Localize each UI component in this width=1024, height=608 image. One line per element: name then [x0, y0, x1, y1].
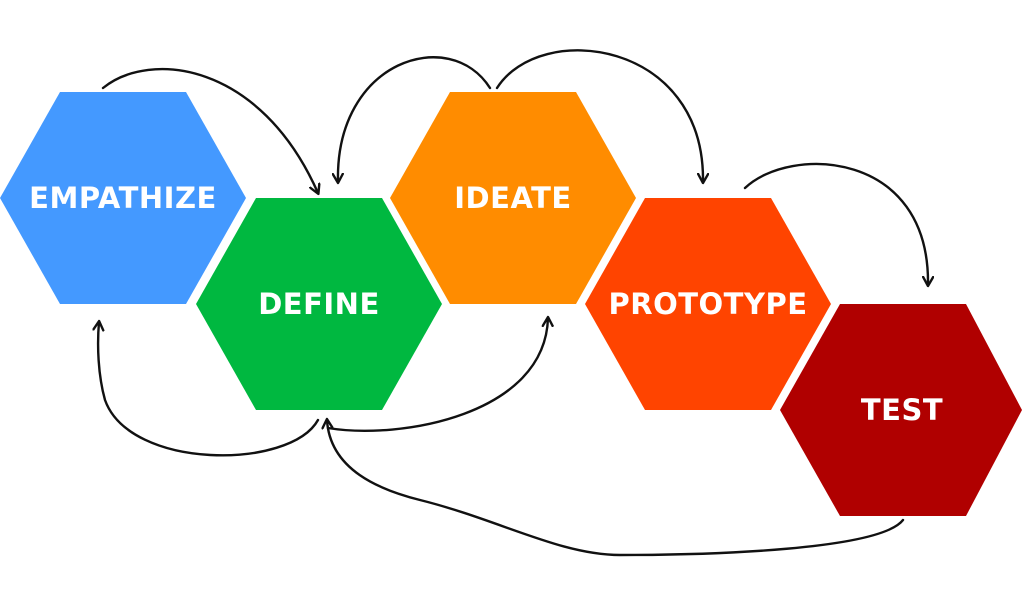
test-label: TEST [861, 393, 943, 427]
arrow-prototype-to-test [743, 162, 928, 285]
empathize-label: EMPATHIZE [29, 181, 217, 215]
connectors-group [98, 49, 928, 557]
arrow-test-to-define [327, 420, 905, 557]
arrow-ideate-to-define [338, 56, 492, 182]
stage-ideate: IDEATE [390, 92, 636, 304]
ideate-label: IDEATE [454, 181, 571, 215]
stage-empathize: EMPATHIZE [0, 92, 246, 304]
ideate-hexagon [390, 92, 636, 304]
stage-test: TEST [780, 304, 1022, 516]
prototype-label: PROTOTYPE [608, 287, 807, 321]
stage-prototype: PROTOTYPE [585, 198, 831, 410]
arrow-empathize-to-define [101, 68, 318, 193]
stage-define: DEFINE [196, 198, 442, 410]
define-label: DEFINE [258, 287, 380, 321]
arrow-define-to-empathize [98, 322, 320, 457]
prototype-hexagon [585, 198, 831, 410]
empathize-hexagon [0, 92, 246, 304]
test-hexagon [780, 304, 1022, 516]
arrow-ideate-to-prototype [495, 49, 703, 182]
arrow-define-to-ideate [326, 318, 548, 432]
define-hexagon [196, 198, 442, 410]
